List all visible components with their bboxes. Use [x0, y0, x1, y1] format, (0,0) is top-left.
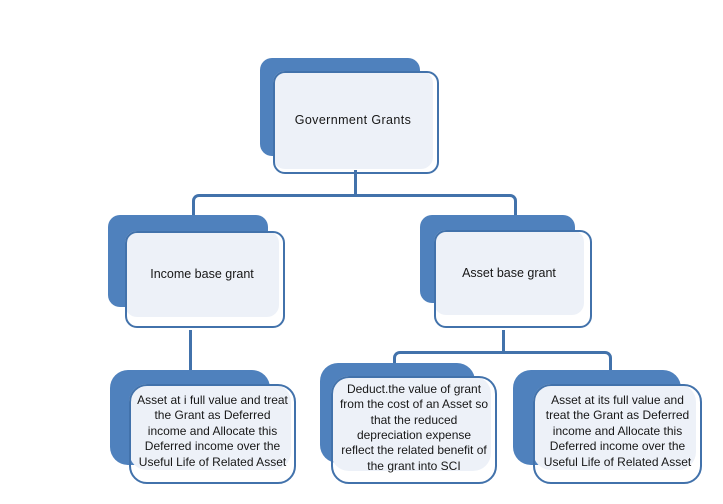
node-government-grants[interactable]: Government Grants — [260, 58, 440, 174]
node-fill-layer — [533, 384, 696, 470]
node-asset-leaf-deduct[interactable]: Deduct.the value of grant from the cost … — [320, 363, 505, 488]
node-outline-layer — [434, 230, 592, 328]
node-income-base-grant[interactable]: Income base grant — [108, 215, 288, 331]
node-outline-layer — [129, 384, 296, 484]
node-fill-layer — [273, 71, 433, 169]
connector-income-stem — [189, 330, 192, 380]
connector-root-stem — [354, 170, 357, 195]
node-asset-leaf-full[interactable]: Asset at its full value and treat the Gr… — [513, 370, 713, 488]
node-asset-base-grant[interactable]: Asset base grant — [420, 215, 600, 331]
connector-root-split — [192, 194, 517, 222]
node-fill-layer — [129, 384, 291, 470]
node-fill-layer — [434, 230, 584, 315]
node-outline-layer — [533, 384, 702, 484]
node-fill-layer — [125, 231, 279, 317]
node-fill-layer — [331, 376, 491, 471]
node-income-leaf[interactable]: Asset at i full value and treat the Gran… — [110, 370, 300, 488]
connector-asset-stem — [502, 330, 505, 352]
node-outline-layer — [331, 376, 497, 484]
node-outline-layer — [125, 231, 285, 328]
node-outline-layer — [273, 71, 439, 174]
